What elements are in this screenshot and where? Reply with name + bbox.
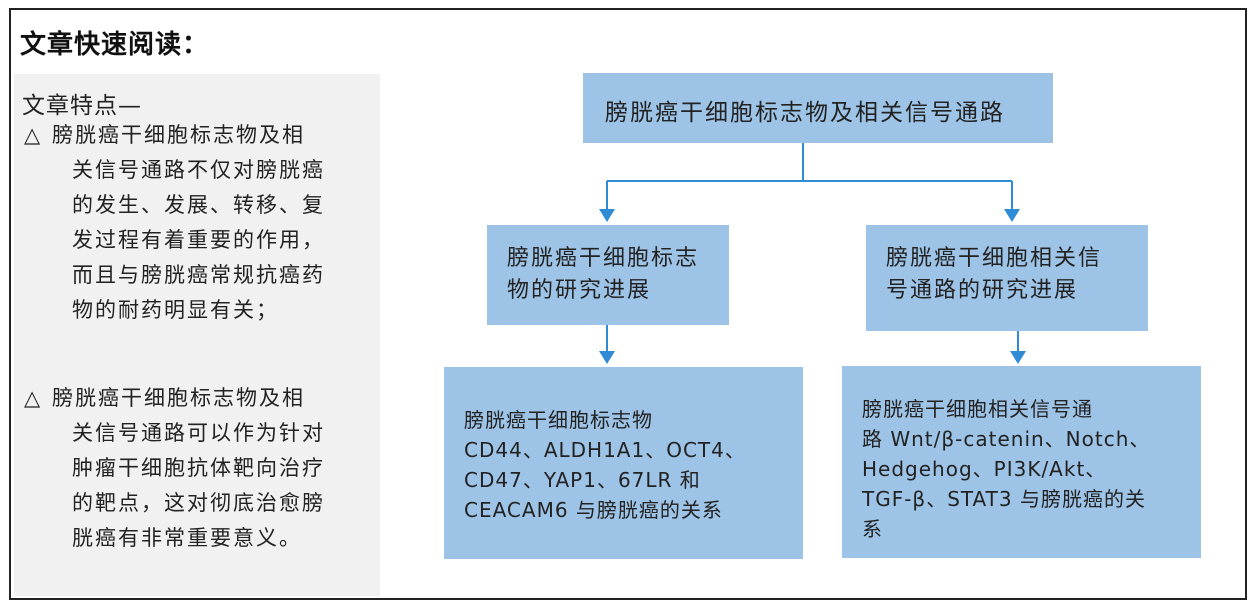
detail-node-pathways: 膀胱癌干细胞相关信号通 路 Wnt/β-catenin、Notch、 Hedge… xyxy=(842,366,1201,558)
branch-node-markers: 膀胱癌干细胞标志 物的研究进展 xyxy=(487,225,729,325)
bullet-line: 胱癌有非常重要意义。 xyxy=(72,526,302,550)
detail-node-label: 膀胱癌干细胞相关信号通 路 Wnt/β-catenin、Notch、 Hedge… xyxy=(862,394,1150,544)
bullet-line: 肿瘤干细胞抗体靶向治疗 xyxy=(72,456,325,480)
label-line: 物的研究进展 xyxy=(507,278,652,303)
label-line: CEACAM6 与膀胱癌的关系 xyxy=(464,498,723,522)
root-node-label: 膀胱癌干细胞标志物及相关信号通路 xyxy=(605,100,1005,126)
label-line: 路 Wnt/β-catenin、Notch、 xyxy=(862,427,1151,451)
label-line: Hedgehog、PI3K/Akt、 xyxy=(862,457,1107,481)
feature-bullet-2: △ 膀胱癌干细胞标志物及相 关信号通路可以作为针对 肿瘤干细胞抗体靶向治疗 的靶… xyxy=(24,381,368,556)
bullet-line: 发过程有着重要的作用， xyxy=(72,228,325,252)
detail-node-markers: 膀胱癌干细胞标志物 CD44、ALDH1A1、OCT4、 CD47、YAP1、6… xyxy=(444,367,803,559)
feature-heading: 文章特点— xyxy=(22,93,142,119)
label-line: 系 xyxy=(862,517,883,541)
bullet-line: 的靶点，这对彻底治愈膀 xyxy=(72,491,325,515)
bullet-line: 膀胱癌干细胞标志物及相 xyxy=(52,123,305,147)
bullet-line: 的发生、发展、转移、复 xyxy=(72,193,325,217)
label-line: 膀胱癌干细胞相关信 xyxy=(886,246,1103,271)
branch-node-pathways: 膀胱癌干细胞相关信 号通路的研究进展 xyxy=(866,225,1148,331)
bullet-line: 而且与膀胱癌常规抗癌药 xyxy=(72,263,325,287)
root-node: 膀胱癌干细胞标志物及相关信号通路 xyxy=(583,73,1053,143)
arrow-head-right-lower xyxy=(1010,351,1026,364)
triangle-icon: △ xyxy=(24,123,43,147)
branch-node-label: 膀胱癌干细胞相关信 号通路的研究进展 xyxy=(886,243,1102,307)
label-line: CD44、ALDH1A1、OCT4、 xyxy=(464,438,746,462)
triangle-icon: △ xyxy=(24,386,43,410)
arrow-head-left-lower xyxy=(599,351,615,364)
bullet-line: 物的耐药明显有关； xyxy=(72,298,279,322)
label-line: 膀胱癌干细胞标志 xyxy=(507,246,700,271)
label-line: 膀胱癌干细胞标志物 xyxy=(464,408,653,432)
page-title: 文章快速阅读： xyxy=(20,30,210,60)
bullet-line: 膀胱癌干细胞标志物及相 xyxy=(52,386,305,410)
label-line: 膀胱癌干细胞相关信号通 xyxy=(862,397,1093,421)
label-line: 号通路的研究进展 xyxy=(886,278,1079,303)
bullet-line: 关信号通路可以作为针对 xyxy=(72,421,325,445)
branch-node-label: 膀胱癌干细胞标志 物的研究进展 xyxy=(507,243,699,307)
outer-frame xyxy=(9,8,1247,600)
detail-node-label: 膀胱癌干细胞标志物 CD44、ALDH1A1、OCT4、 CD47、YAP1、6… xyxy=(464,405,746,525)
bullet-line: 关信号通路不仅对膀胱癌 xyxy=(72,158,325,182)
label-line: TGF-β、STAT3 与膀胱癌的关 xyxy=(862,487,1146,511)
feature-panel: 文章特点— △ 膀胱癌干细胞标志物及相 关信号通路不仅对膀胱癌 的发生、发展、转… xyxy=(14,74,380,596)
arrow-head-left xyxy=(599,209,615,222)
label-line: CD47、YAP1、67LR 和 xyxy=(464,468,701,492)
arrow-head-right xyxy=(1004,209,1020,222)
feature-bullet-1: △ 膀胱癌干细胞标志物及相 关信号通路不仅对膀胱癌 的发生、发展、转移、复 发过… xyxy=(24,118,368,328)
